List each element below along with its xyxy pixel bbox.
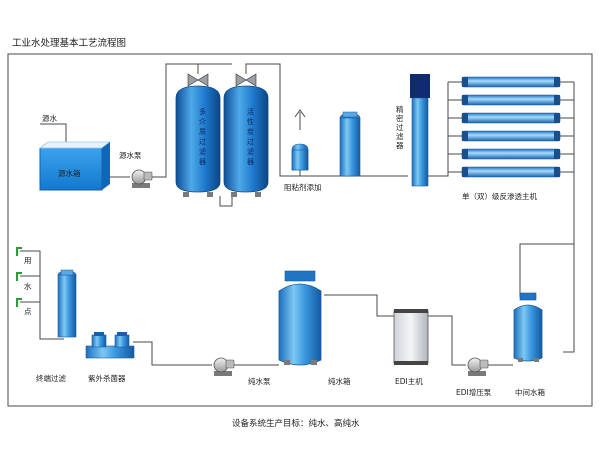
- use-water-label-2: 水: [24, 281, 32, 291]
- carbon-char-6: 器: [247, 158, 254, 166]
- carbon-char-4: 过: [247, 137, 254, 146]
- source-water-tank: 源水 源水箱: [38, 113, 112, 191]
- multimedia-char-6: 器: [199, 158, 206, 166]
- pure-water-tank: 纯水箱: [278, 270, 351, 386]
- terminal-filter-label: 终端过滤: [36, 373, 66, 383]
- ro-membrane: [461, 112, 561, 124]
- carbon-char-3: 炭: [247, 128, 254, 136]
- use-water-label-1: 用: [24, 256, 32, 265]
- precision-char-1: 精: [396, 104, 404, 114]
- valve-icon: [16, 247, 22, 256]
- valve-icon: [235, 73, 257, 87]
- pure-tank-label: 纯水箱: [328, 376, 351, 386]
- source-pump: 源水泵: [119, 150, 153, 188]
- diagram-title: 工业水处理基本工艺流程图: [12, 37, 126, 49]
- ro-membrane: [461, 76, 561, 88]
- source-pump-label: 源水泵: [119, 150, 142, 160]
- ro-host-label: 单（双）级反渗透主机: [462, 191, 537, 201]
- filter-valves: [187, 73, 257, 87]
- use-water-valves: 用 水 点: [16, 247, 32, 316]
- cartridge-filter: [339, 111, 361, 177]
- carbon-char-5: 滤: [247, 147, 254, 156]
- multimedia-char-2: 介: [199, 118, 206, 126]
- multimedia-filter: 多 介 质 过 滤 器: [175, 85, 221, 197]
- multimedia-char-4: 过: [199, 137, 206, 146]
- multimedia-char-5: 滤: [199, 147, 206, 156]
- edi-host: EDI主机: [393, 309, 429, 386]
- carbon-char-1: 活: [247, 107, 254, 116]
- edi-booster-label: EDI增压泵: [456, 387, 492, 397]
- pure-pump-label: 纯水泵: [248, 376, 271, 386]
- diagram-footer: 设备系统生产目标：纯水、高纯水: [232, 418, 360, 429]
- carbon-filter: 活 性 炭 过 滤 器: [223, 85, 269, 197]
- pure-water-pump: 纯水泵: [213, 357, 271, 386]
- edi-host-label: EDI主机: [395, 376, 423, 386]
- antiscalant-dosing-tank: 阻粘剂添加: [284, 143, 322, 192]
- uv-sterilizer: 紫外杀菌器: [85, 332, 135, 383]
- precision-char-5: 器: [396, 141, 404, 150]
- lower-pipes: [20, 250, 513, 366]
- precision-filter: 精 密 过 滤 器: [396, 74, 430, 187]
- middle-water-tank: 中间水箱: [513, 292, 545, 397]
- valve-icon: [187, 73, 209, 87]
- ro-membrane: [461, 166, 561, 178]
- edi-booster-pump: EDI增压泵: [456, 357, 492, 397]
- carbon-char-2: 性: [247, 117, 254, 126]
- middle-tank-label: 中间水箱: [515, 387, 545, 397]
- source-tank-label: 源水箱: [58, 168, 81, 178]
- diagram-frame: [7, 53, 593, 407]
- uv-sterilizer-label: 紫外杀菌器: [88, 373, 126, 383]
- valve-icon: [16, 272, 22, 281]
- terminal-filter: 终端过滤: [36, 269, 77, 383]
- ro-membrane: [461, 148, 561, 160]
- source-water-label: 源水: [42, 113, 57, 123]
- ro-membrane: [461, 130, 561, 142]
- antiscalant-label: 阻粘剂添加: [284, 182, 322, 192]
- precision-char-4: 滤: [396, 131, 404, 141]
- use-water-label-3: 点: [24, 307, 32, 316]
- precision-char-3: 过: [396, 122, 404, 132]
- precision-char-2: 密: [396, 113, 404, 123]
- ro-membrane: [461, 94, 561, 106]
- valve-icon: [16, 298, 22, 307]
- multimedia-char-1: 多: [199, 107, 206, 116]
- multimedia-char-3: 质: [199, 127, 206, 136]
- ro-membrane-rack: 单（双）级反渗透主机: [461, 76, 561, 201]
